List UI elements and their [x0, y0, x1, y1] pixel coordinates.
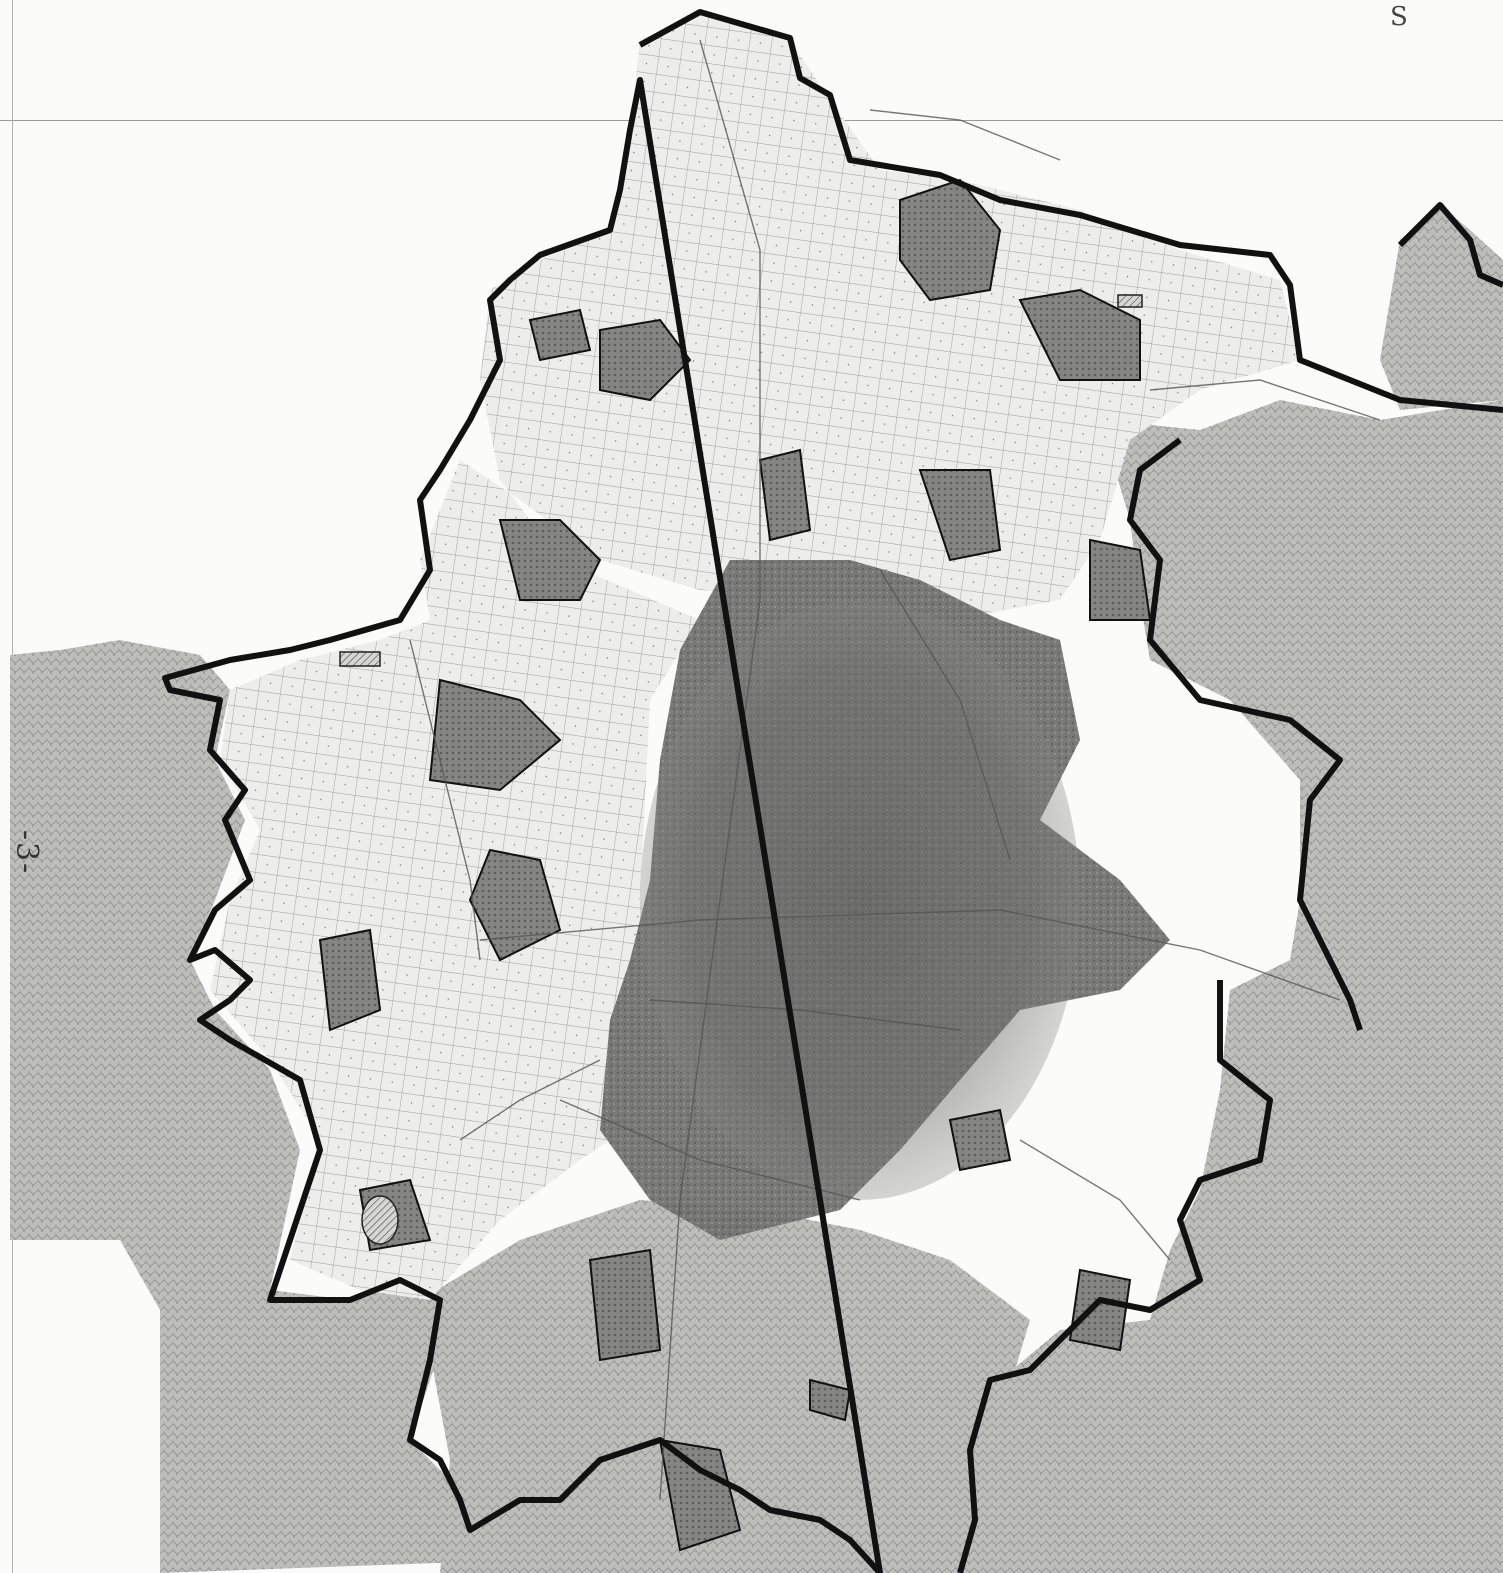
zone-patch [599, 318, 692, 402]
zone-patch [428, 678, 562, 792]
zone-patch [1089, 538, 1152, 621]
zone-patch [498, 519, 602, 601]
zone-patch [758, 448, 812, 542]
page-number: -3- [9, 829, 45, 876]
terrain-west [10, 640, 520, 1573]
hatched-zone [1117, 294, 1143, 308]
road [649, 999, 961, 1031]
road [459, 1059, 601, 1141]
road [1149, 379, 1381, 421]
zone-patch [1068, 1268, 1132, 1352]
zone-patch [948, 1108, 1012, 1172]
urban-core-shade [640, 600, 1080, 1200]
road [1019, 1139, 1171, 1261]
zone-patch [809, 1378, 852, 1422]
zone-patch [468, 848, 562, 962]
hatched-zone [361, 1195, 399, 1245]
hatched-zones [339, 294, 1143, 1245]
road [409, 639, 481, 961]
road [659, 39, 761, 1501]
zone-patches [318, 178, 1152, 1552]
road [479, 909, 1341, 1001]
hatched-zone [339, 651, 381, 667]
terrain-layer [10, 205, 1503, 1573]
zone-patch [588, 1248, 662, 1362]
terrain-northeast [1380, 205, 1503, 410]
terrain-south [420, 1200, 1030, 1573]
zone-patch [1018, 288, 1141, 381]
road-network [409, 39, 1381, 1501]
road [559, 1099, 861, 1201]
zone-patch [899, 178, 1002, 302]
planning-boundary[interactable] [162, 9, 1503, 1573]
farmland-north [210, 15, 1300, 1300]
road [879, 569, 1011, 861]
farmland-layer [210, 15, 1300, 1300]
urban-core-layer [600, 560, 1170, 1240]
zone-patch [918, 469, 1002, 562]
zone-patch [528, 308, 592, 362]
terrain-east [960, 400, 1503, 1573]
corner-mark: S [1390, 2, 1408, 32]
zone-patch [658, 1438, 742, 1552]
zone-patch [318, 928, 382, 1032]
road [869, 109, 1061, 161]
